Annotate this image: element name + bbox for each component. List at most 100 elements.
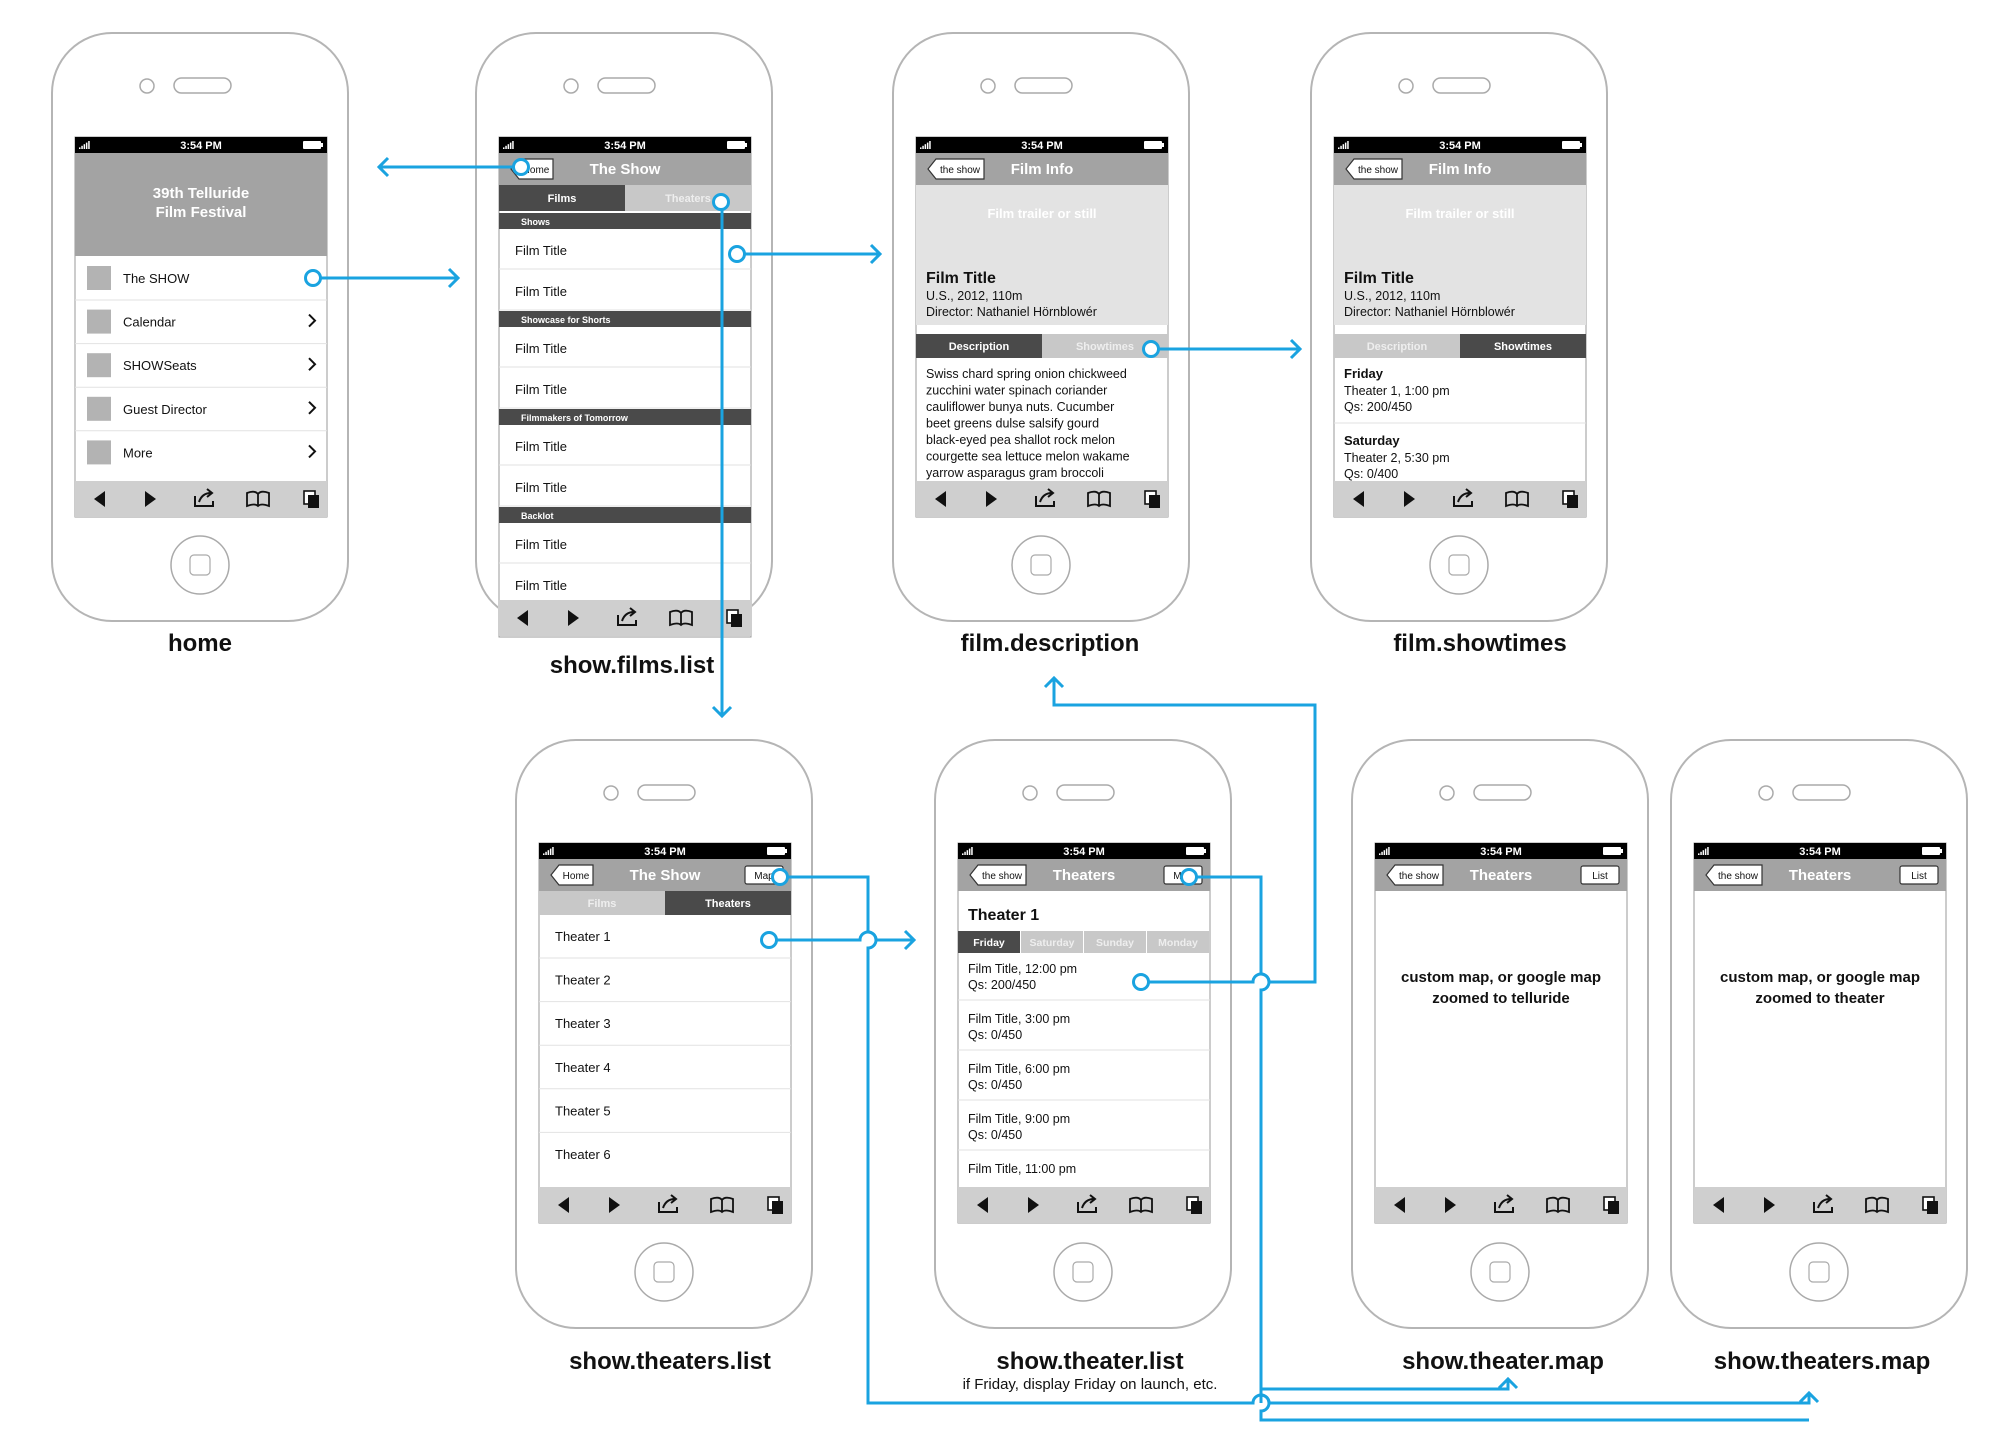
back-arrow-icon[interactable] — [94, 491, 105, 507]
forward-arrow-icon[interactable] — [145, 491, 156, 507]
bookmarks-icon[interactable] — [710, 1196, 734, 1214]
segment-theaters[interactable] — [665, 891, 791, 915]
signal-bar-icon — [1702, 850, 1705, 855]
back-button[interactable] — [550, 864, 594, 886]
film-row-label[interactable]: Film Title — [515, 341, 567, 356]
showtime-day: Saturday — [1344, 433, 1400, 448]
back-button[interactable] — [1345, 158, 1403, 180]
home-menu-item[interactable]: Guest Director — [87, 396, 317, 421]
film-row-label[interactable]: Film Title — [515, 578, 567, 593]
share-icon[interactable] — [1813, 1194, 1833, 1213]
forward-arrow-icon[interactable] — [986, 491, 997, 507]
menu-thumbnail-icon — [87, 309, 111, 334]
film-row-label[interactable]: Film Title — [515, 243, 567, 258]
bookmarks-icon[interactable] — [1087, 490, 1111, 508]
back-arrow-icon[interactable] — [1713, 1197, 1724, 1213]
segment-theaters[interactable] — [625, 185, 751, 211]
forward-arrow-icon[interactable] — [609, 1197, 620, 1213]
share-icon[interactable] — [617, 607, 637, 626]
signal-bar-icon — [547, 850, 550, 855]
forward-arrow-icon[interactable] — [1404, 491, 1415, 507]
day-tab[interactable] — [1021, 931, 1083, 953]
segment-description[interactable] — [1334, 334, 1460, 358]
home-button[interactable] — [170, 535, 230, 595]
film-row-label[interactable]: Film Title — [515, 284, 567, 299]
film-row-label[interactable]: Film Title — [515, 439, 567, 454]
bookmarks-icon[interactable] — [669, 609, 693, 627]
home-button[interactable] — [1053, 1242, 1113, 1302]
schedule-film[interactable]: Film Title, 12:00 pm — [968, 962, 1077, 976]
description-line: cauliflower bunya nuts. Cucumber — [926, 400, 1114, 414]
share-icon[interactable] — [194, 488, 214, 507]
schedule-film[interactable]: Film Title, 3:00 pm — [968, 1012, 1070, 1026]
film-row-label[interactable]: Film Title — [515, 382, 567, 397]
back-arrow-icon[interactable] — [1394, 1197, 1405, 1213]
forward-arrow-icon[interactable] — [1028, 1197, 1039, 1213]
flow-arrowhead-icon — [1043, 675, 1065, 689]
home-menu-item[interactable]: SHOWSeats — [87, 353, 317, 378]
segment-films[interactable] — [539, 891, 665, 915]
day-tab[interactable] — [1147, 931, 1209, 953]
theater-row-label[interactable]: Theater 6 — [555, 1147, 611, 1162]
theater-row-label[interactable]: Theater 1 — [555, 929, 611, 944]
battery-icon — [303, 141, 321, 149]
nav-action-button[interactable] — [1580, 865, 1620, 885]
theater-row-label[interactable]: Theater 2 — [555, 973, 611, 988]
back-arrow-icon[interactable] — [517, 610, 528, 626]
home-menu-item[interactable]: More — [87, 440, 317, 465]
bookmarks-icon[interactable] — [1505, 490, 1529, 508]
back-button[interactable] — [1386, 864, 1444, 886]
share-icon[interactable] — [1077, 1194, 1097, 1213]
signal-bar-icon — [1344, 142, 1347, 149]
schedule-film[interactable]: Film Title, 9:00 pm — [968, 1112, 1070, 1126]
share-icon[interactable] — [1453, 488, 1473, 507]
schedule-film[interactable]: Film Title, 11:00 pm — [968, 1162, 1076, 1176]
forward-arrow-icon[interactable] — [1764, 1197, 1775, 1213]
back-button[interactable] — [927, 158, 985, 180]
map-placeholder-line: custom map, or google map — [1401, 969, 1601, 986]
battery-icon — [727, 141, 745, 149]
film-row-label[interactable]: Film Title — [515, 537, 567, 552]
screen — [957, 842, 1211, 1224]
bookmarks-icon[interactable] — [1546, 1196, 1570, 1214]
schedule-film[interactable]: Film Title, 6:00 pm — [968, 1062, 1070, 1076]
tabs-icon-front — [308, 495, 319, 508]
day-tab[interactable] — [958, 931, 1020, 953]
bookmarks-icon[interactable] — [1865, 1196, 1889, 1214]
film-row-label[interactable]: Film Title — [515, 480, 567, 495]
share-icon[interactable] — [1494, 1194, 1514, 1213]
share-icon[interactable] — [1035, 488, 1055, 507]
forward-arrow-icon[interactable] — [568, 610, 579, 626]
nav-action-button[interactable] — [1899, 865, 1939, 885]
tabs-icon-front — [1567, 495, 1578, 508]
day-tab[interactable] — [1084, 931, 1146, 953]
segment-showtimes[interactable] — [1460, 334, 1586, 358]
signal-bar-icon — [1385, 848, 1388, 855]
signal-bar-icon — [83, 144, 86, 149]
theater-row-label[interactable]: Theater 3 — [555, 1016, 611, 1031]
back-arrow-icon[interactable] — [977, 1197, 988, 1213]
home-button[interactable] — [1011, 535, 1071, 595]
segment-films[interactable] — [499, 185, 625, 211]
back-arrow-icon[interactable] — [1353, 491, 1364, 507]
screen-caption: show.theaters.map — [1713, 1348, 1931, 1375]
home-menu-item[interactable]: Calendar — [87, 309, 317, 334]
back-button[interactable] — [1705, 864, 1763, 886]
home-button[interactable] — [634, 1242, 694, 1302]
home-button[interactable] — [1470, 1242, 1530, 1302]
home-button[interactable] — [1789, 1242, 1849, 1302]
bookmarks-icon[interactable] — [246, 490, 270, 508]
back-button[interactable] — [969, 864, 1027, 886]
bookmarks-icon[interactable] — [1129, 1196, 1153, 1214]
forward-arrow-icon[interactable] — [1445, 1197, 1456, 1213]
home-button[interactable] — [1429, 535, 1489, 595]
back-arrow-icon[interactable] — [935, 491, 946, 507]
back-arrow-icon[interactable] — [558, 1197, 569, 1213]
segment-description[interactable] — [916, 334, 1042, 358]
home-menu-item[interactable]: The SHOW — [87, 266, 317, 290]
theater-row-label[interactable]: Theater 4 — [555, 1060, 611, 1075]
theater-row-label[interactable]: Theater 5 — [555, 1103, 611, 1118]
share-icon[interactable] — [658, 1194, 678, 1213]
segment-label: Showtimes — [1494, 341, 1552, 353]
